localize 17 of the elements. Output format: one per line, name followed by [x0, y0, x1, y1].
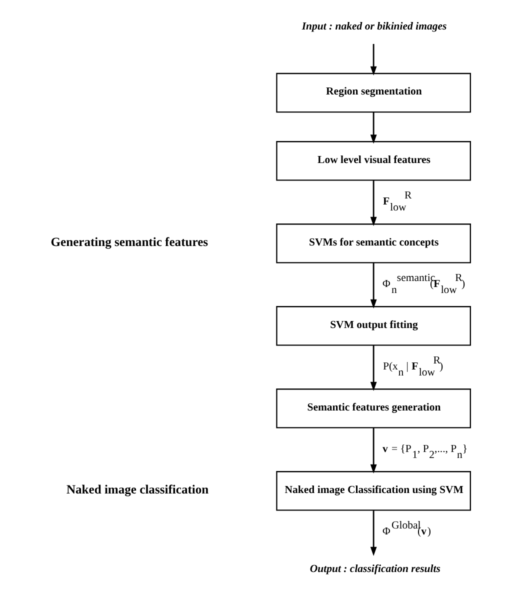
label: Naked image classification — [66, 482, 208, 496]
node-box: SVM output fitting — [276, 306, 470, 346]
arrow — [370, 44, 376, 76]
label: Generating semantic features — [50, 234, 208, 249]
node-box: SVMs for semantic concepts — [276, 224, 470, 264]
arrow — [370, 263, 376, 309]
arrow — [370, 180, 376, 226]
node-box: Semantic features generation — [276, 388, 470, 428]
node-box: Low level visual features — [276, 141, 470, 181]
arrow — [370, 428, 376, 474]
node-text: Input : naked or bikinied images — [301, 20, 446, 33]
arrow — [370, 510, 376, 556]
arrow — [370, 112, 376, 144]
node-box: Naked image Classification using SVM — [276, 471, 470, 511]
node-box: Region segmentation — [276, 72, 470, 113]
arrow — [370, 346, 376, 392]
node-text: Output : classification results — [309, 563, 440, 576]
